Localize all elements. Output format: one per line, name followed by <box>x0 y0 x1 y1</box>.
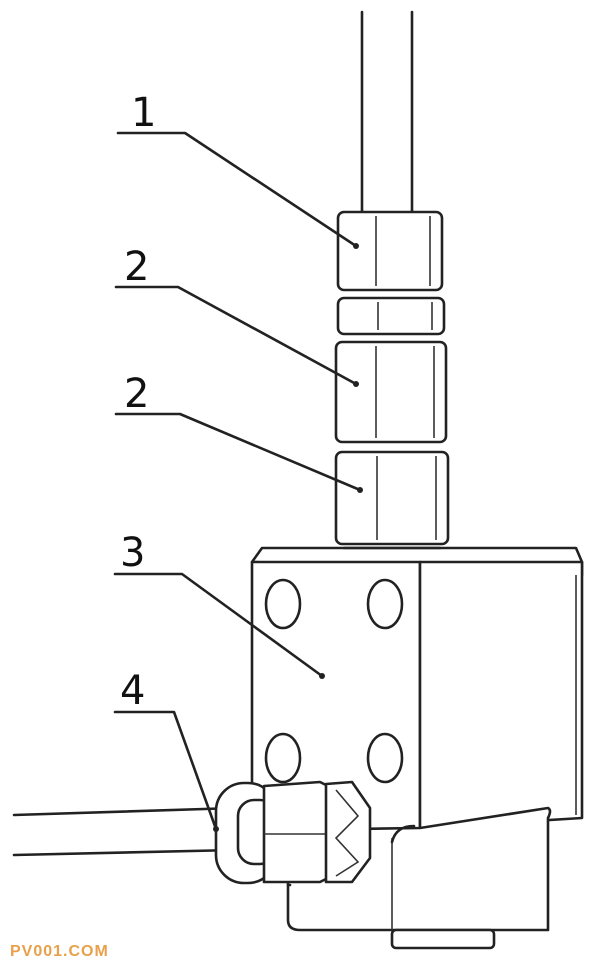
hex-nut-lower <box>334 450 450 546</box>
fitting-stack <box>334 210 450 550</box>
watermark: PV001.COM <box>10 943 109 960</box>
bolt-hole-icon <box>366 578 404 630</box>
callout-label-3: 3 <box>120 530 145 576</box>
callout-label-2b: 2 <box>124 371 149 417</box>
leader-lines <box>113 131 362 831</box>
side-pipe <box>12 806 238 857</box>
side-fitting <box>213 780 372 885</box>
fitting-nut-1 <box>336 210 444 292</box>
thin-ring <box>336 296 446 336</box>
valve-block <box>250 546 584 950</box>
callout-label-1: 1 <box>131 90 156 136</box>
bolt-hole-icon <box>264 732 302 784</box>
bolt-hole-icon <box>264 578 302 630</box>
vertical-pipe <box>360 10 414 214</box>
callout-label-4: 4 <box>120 668 145 714</box>
callout-label-2a: 2 <box>124 244 149 290</box>
bolt-hole-icon <box>366 732 404 784</box>
hex-nut-upper <box>334 340 448 444</box>
